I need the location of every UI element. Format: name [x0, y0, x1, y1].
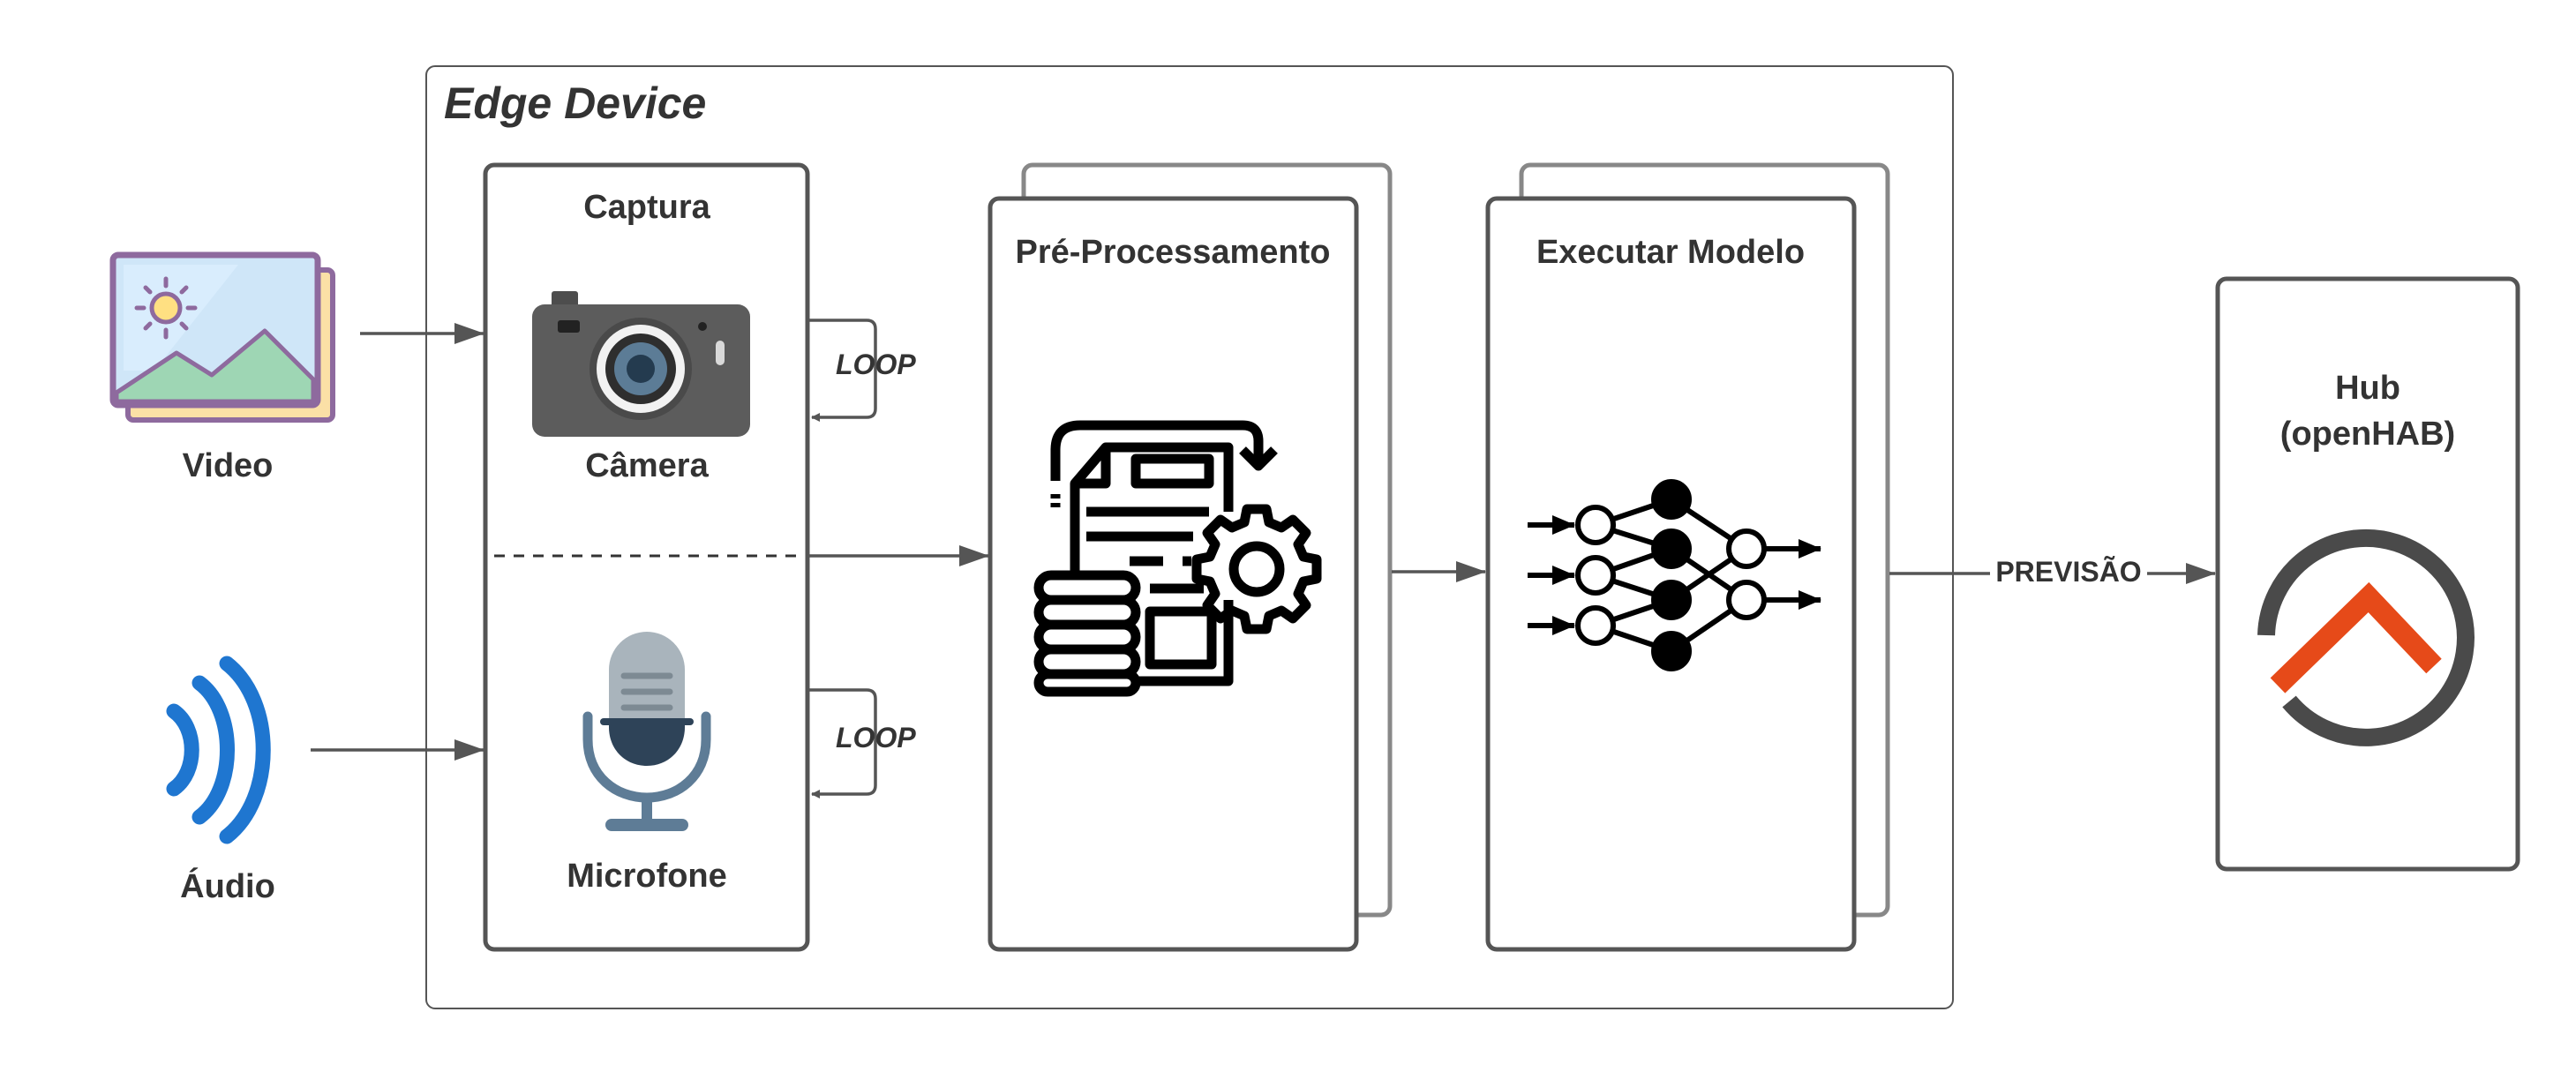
camera-icon	[532, 291, 750, 437]
audio-waves-icon	[166, 656, 271, 844]
hub-box	[2215, 276, 2520, 872]
neural-network-icon	[1528, 479, 1821, 671]
camera-label: Câmera	[585, 447, 709, 484]
capture-title: Captura	[583, 189, 710, 226]
video-icon	[109, 251, 335, 423]
model-title: Executar Modelo	[1536, 234, 1805, 271]
audio-label: Áudio	[180, 866, 275, 905]
hub-title-line2: (openHAB)	[2280, 416, 2455, 453]
loop-top-label: LOOP	[836, 349, 916, 380]
loop-bottom-label: LOOP	[836, 722, 916, 753]
edge-device-title: Edge Device	[444, 79, 706, 128]
preprocess-title: Pré-Processamento	[1016, 234, 1331, 271]
openhab-logo	[2257, 529, 2475, 746]
model-box	[1485, 196, 1857, 952]
document-gear-icon	[1033, 420, 1322, 697]
loop-bottom-connector	[807, 688, 877, 798]
preprocess-box	[988, 196, 1359, 952]
video-label: Video	[183, 447, 274, 484]
prediction-label: PREVISÃO	[1995, 556, 2141, 588]
prediction-label-bg	[1990, 551, 2147, 590]
loop-top-connector	[807, 319, 877, 422]
hub-title-line1: Hub	[2335, 370, 2400, 407]
microphone-icon	[582, 632, 711, 831]
microphone-label: Microfone	[567, 858, 727, 895]
